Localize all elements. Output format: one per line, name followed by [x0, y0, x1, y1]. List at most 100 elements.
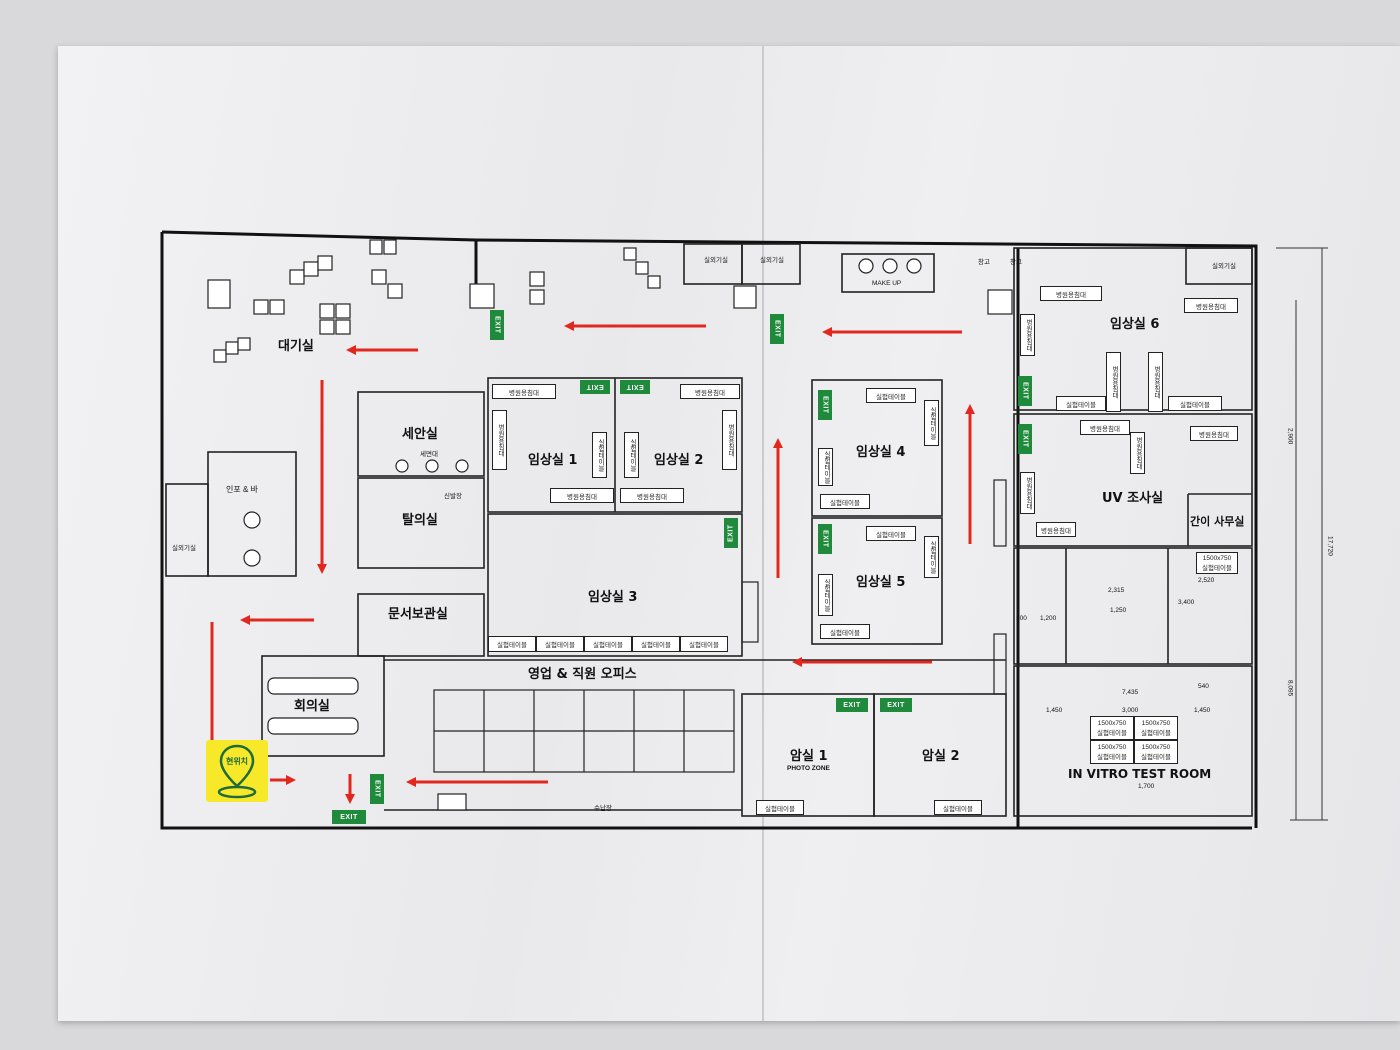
label-storage-3: 실외기실 [1212, 263, 1236, 270]
label-storage-4: 실외기실 [172, 545, 196, 552]
label-storage-1: 실외기실 [704, 257, 728, 264]
exit-sign-7: EXIT [724, 518, 738, 548]
dim-2520: 2,520 [1198, 577, 1215, 584]
label-warehouse-2: 창고 [1010, 259, 1022, 266]
bed-c6e: 병원용침대 [1148, 352, 1163, 412]
table-c1: 실험테이블 [592, 432, 607, 478]
table-dark1: 실험테이블 [756, 800, 804, 815]
room-clinic-1: 임상실 1 [528, 453, 578, 468]
you-are-here-marker: 현위치 [206, 740, 268, 802]
dim-3400: 3,400 [1178, 599, 1195, 606]
table-c6: 실험테이블 [1168, 396, 1222, 411]
dimension-lines [1276, 247, 1328, 821]
table-c5a: 실험테이블 [866, 526, 916, 541]
label-sink: 세면대 [420, 451, 438, 458]
table-c5c: 실험테이블 [924, 536, 939, 578]
bed-uv-b: 병원용침대 [1190, 426, 1238, 441]
bed-c6c: 병원용침대 [1020, 314, 1035, 356]
dim-2315: 2,315 [1108, 587, 1125, 594]
room-dark-2: 암실 2 [922, 749, 960, 764]
table-c4c: 실험테이블 [924, 400, 939, 446]
room-dark-1: 암실 1 [790, 749, 828, 764]
you-are-here-label: 현위치 [225, 757, 249, 766]
exit-sign-12: EXIT [370, 774, 384, 804]
room-uv: UV 조사실 [1102, 491, 1164, 506]
bed-c1c: 병원용침대 [492, 410, 507, 470]
table-c2: 실험테이블 [624, 432, 639, 478]
room-lounge: 인포 & 바 [226, 485, 258, 494]
bed-uv-c: 병원용침대 [1130, 432, 1145, 474]
flow-arrows [210, 321, 975, 804]
table-c3-1: 실험테이블 [488, 636, 536, 652]
bed-c6b: 병원용침대 [1184, 298, 1238, 313]
dim-8095: 8,095 [1286, 680, 1294, 697]
exit-sign-5: EXIT [818, 390, 832, 420]
room-sales-office: 영업 & 직원 오피스 [528, 667, 637, 682]
exit-sign-3: EXIT [580, 380, 610, 394]
room-clinic-3: 임상실 3 [588, 590, 638, 605]
location-pin-icon [217, 744, 257, 799]
bed-c2c: 병원용침대 [722, 410, 737, 470]
exit-sign-1: EXIT [490, 310, 504, 340]
table-c5d: 실험테이블 [818, 574, 833, 616]
exit-sign-13: EXIT [332, 810, 366, 824]
table-c3-4: 실험테이블 [632, 636, 680, 652]
furniture [207, 239, 1013, 811]
exit-sign-4: EXIT [620, 380, 650, 394]
table-c3-5: 실험테이블 [680, 636, 728, 652]
label-warehouse-1: 창고 [978, 259, 990, 266]
room-makeup: MAKE UP [872, 280, 902, 287]
bed-uv-e: 병원용침대 [1036, 522, 1076, 537]
exit-sign-9: EXIT [1018, 424, 1032, 454]
room-simple-office: 간이 사무실 [1190, 515, 1245, 528]
dim-7435: 7,435 [1122, 689, 1139, 696]
table-c4b: 실험테이블 [820, 494, 870, 509]
dim-1200: 1,200 [1040, 615, 1057, 622]
table-c4d: 실험테이블 [818, 448, 833, 486]
exit-sign-8: EXIT [1018, 376, 1032, 406]
bed-c6d: 병원용침대 [1106, 352, 1121, 412]
bed-c1a: 병원용침대 [492, 384, 556, 399]
bed-c1b: 병원용침대 [550, 488, 614, 503]
dim-2900: 2,900 [1286, 428, 1294, 445]
dim-1700: 1,700 [1138, 783, 1155, 790]
table-c3-3: 실험테이블 [584, 636, 632, 652]
table-c4a: 실험테이블 [866, 388, 916, 403]
bed-uv-a: 병원용침대 [1080, 420, 1130, 435]
table-dark2: 실험테이블 [934, 800, 982, 815]
table-c3-2: 실험테이블 [536, 636, 584, 652]
room-changing: 탈의실 [402, 513, 438, 528]
walls [160, 230, 1258, 830]
label-cabinet: 수납장 [594, 805, 612, 812]
room-clinic-6: 임상실 6 [1110, 317, 1160, 332]
bed-c2a: 병원용침대 [680, 384, 740, 399]
dim-17720: 17,720 [1326, 536, 1334, 556]
room-dark-1-sub: PHOTO ZONE [787, 765, 830, 772]
dim-1450b: 1,450 [1194, 707, 1211, 714]
dim-1450a: 1,450 [1046, 707, 1063, 714]
label-shoe: 신발장 [444, 493, 462, 500]
exit-sign-2: EXIT [770, 314, 784, 344]
table-c5b: 실험테이블 [820, 624, 870, 639]
dim-540: 540 [1198, 683, 1209, 690]
bed-c2b: 병원용침대 [620, 488, 684, 503]
dim-500: 500 [1016, 615, 1027, 622]
label-storage-2: 실외기실 [760, 257, 784, 264]
exit-sign-6: EXIT [818, 524, 832, 554]
table-c6b: 실험테이블 [1056, 396, 1106, 411]
room-waiting: 대기실 [278, 339, 314, 354]
bed-uv-d: 병원용침대 [1020, 472, 1035, 514]
room-washroom: 세안실 [402, 427, 438, 442]
exit-sign-10: EXIT [836, 698, 868, 712]
bed-c6a: 병원용침대 [1040, 286, 1102, 301]
room-records: 문서보관실 [388, 607, 448, 622]
room-clinic-2: 임상실 2 [654, 453, 704, 468]
dim-1250: 1,250 [1110, 607, 1127, 614]
board-seam [762, 46, 764, 1021]
